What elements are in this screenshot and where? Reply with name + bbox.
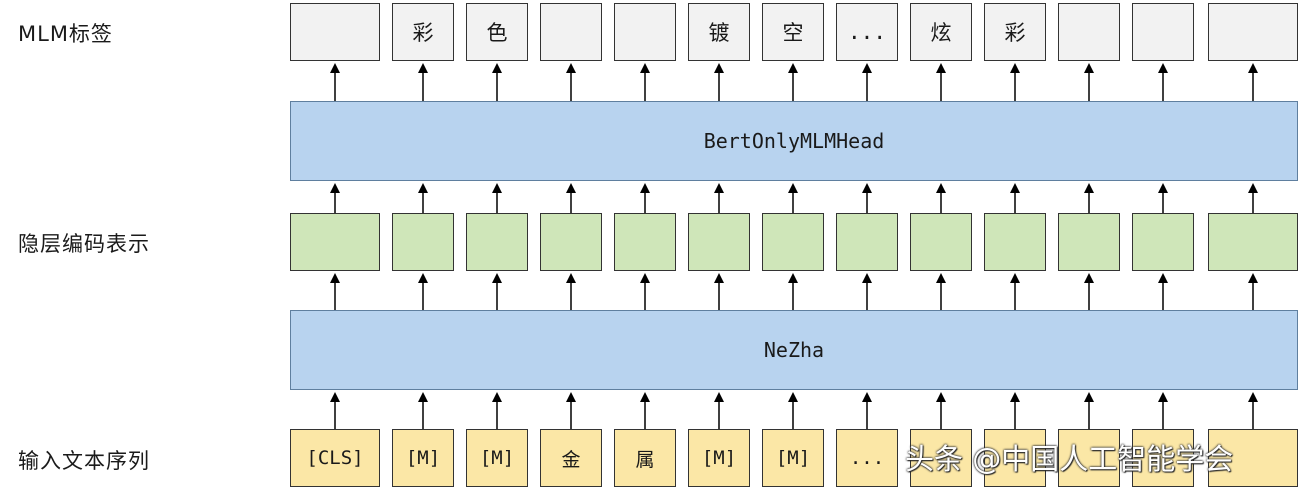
mlm-token-box-1: [290, 3, 380, 61]
hidden-state-box-7: [762, 213, 824, 271]
mlm-token-box-4: [540, 3, 602, 61]
hidden-label: 隐层编码表示: [18, 232, 150, 256]
hidden-state-box-1: [290, 213, 380, 271]
mlm-token-box-9: 炫: [910, 3, 972, 61]
hidden-state-box-6: [688, 213, 750, 271]
mlm-token-box-6: 镀: [688, 3, 750, 61]
mlm-token-box-12: [1132, 3, 1194, 61]
input-token-box-10: [984, 429, 1046, 487]
hidden-state-box-12: [1132, 213, 1194, 271]
mlm-token-box-5: [614, 3, 676, 61]
encoder-label: NeZha: [763, 338, 825, 362]
input-token-box-1: [CLS]: [290, 429, 380, 487]
input-token-box-13: [1208, 429, 1298, 487]
nezha-encoder-block: NeZha: [290, 310, 1298, 390]
input-token-box-2: [M]: [392, 429, 454, 487]
hidden-state-box-3: [466, 213, 528, 271]
input-token-box-5: 属: [614, 429, 676, 487]
head-label: BertOnlyMLMHead: [703, 129, 885, 153]
bert-only-mlm-head-block: BertOnlyMLMHead: [290, 101, 1298, 181]
input-label: 输入文本序列: [18, 449, 150, 473]
input-token-box-4: 金: [540, 429, 602, 487]
hidden-state-box-11: [1058, 213, 1120, 271]
hidden-state-box-8: [836, 213, 898, 271]
input-token-box-11: [1058, 429, 1120, 487]
hidden-state-box-10: [984, 213, 1046, 271]
mlm-label: MLM标签: [18, 22, 113, 46]
hidden-state-box-4: [540, 213, 602, 271]
input-token-box-9: [910, 429, 972, 487]
hidden-state-box-2: [392, 213, 454, 271]
mlm-token-box-10: 彩: [984, 3, 1046, 61]
hidden-state-box-5: [614, 213, 676, 271]
mlm-token-box-2: 彩: [392, 3, 454, 61]
watermark: 头条 @中国人工智能学会: [905, 442, 1234, 476]
mlm-token-box-13: [1208, 3, 1298, 61]
mlm-token-box-11: [1058, 3, 1120, 61]
hidden-state-box-9: [910, 213, 972, 271]
input-token-box-8: ...: [836, 429, 898, 487]
input-token-box-3: [M]: [466, 429, 528, 487]
mlm-token-box-3: 色: [466, 3, 528, 61]
mlm-token-box-7: 空: [762, 3, 824, 61]
input-token-box-7: [M]: [762, 429, 824, 487]
hidden-state-box-13: [1208, 213, 1298, 271]
input-token-box-12: [1132, 429, 1194, 487]
mlm-token-box-8: ...: [836, 3, 898, 61]
input-token-box-6: [M]: [688, 429, 750, 487]
